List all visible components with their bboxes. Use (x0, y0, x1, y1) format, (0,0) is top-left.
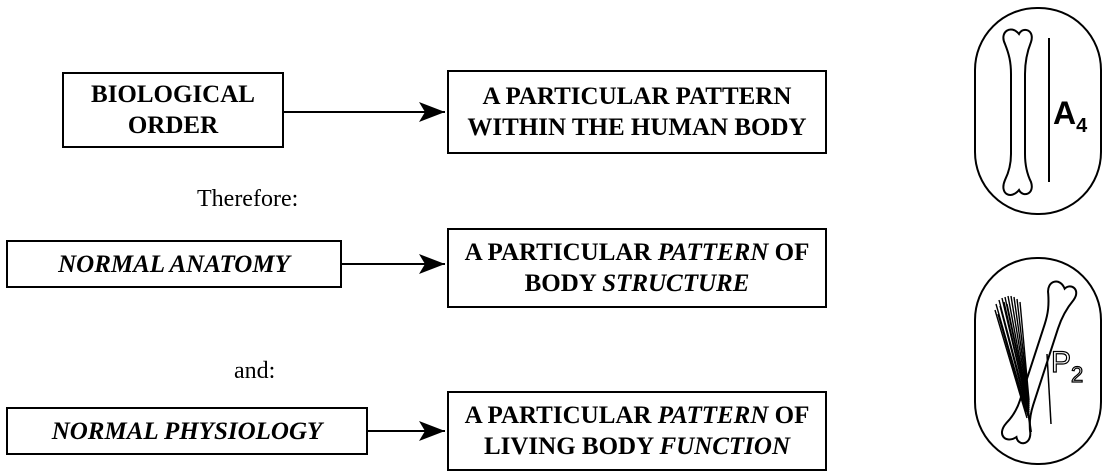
card-p2-label: P2 (1051, 346, 1083, 387)
box-text-segment: A PARTICULAR PATTERN (482, 83, 792, 110)
card-a4: A4 (971, 4, 1105, 218)
therefore-label: Therefore: (197, 186, 299, 212)
box-text-segment: WITHIN THE HUMAN BODY (467, 114, 807, 141)
box-text-segment: OF (768, 402, 810, 429)
box-text-line: BODY STRUCTURE (465, 268, 810, 299)
box-text-segment: A PARTICULAR (464, 402, 658, 429)
normal-physiology-label: NORMAL PHYSIOLOGY (51, 417, 323, 445)
emphasis-text: PATTERN (657, 239, 769, 266)
emphasis-text: FUNCTION (659, 433, 791, 460)
box-text-line: A PARTICULAR PATTERN OF (465, 400, 810, 431)
bone-with-muscle-icon: P2 (974, 257, 1102, 465)
pattern-within-body-text: A PARTICULAR PATTERN WITHIN THE HUMAN BOD… (467, 81, 806, 143)
arrow-normal-physiology (368, 421, 445, 441)
biological-order-box: BIOLOGICAL ORDER (62, 72, 284, 148)
normal-physiology-box: NORMAL PHYSIOLOGY (6, 407, 368, 455)
card-a4-label: A4 (1053, 95, 1088, 137)
box-text-line: WITHIN THE HUMAN BODY (467, 112, 806, 143)
arrow-biological-order (284, 102, 445, 122)
and-label: and: (234, 358, 276, 384)
box-text-line: A PARTICULAR PATTERN OF (465, 237, 810, 268)
box-text-segment: OF (768, 239, 810, 266)
arrow-normal-anatomy (342, 254, 445, 274)
box-text-line: A PARTICULAR PATTERN (467, 81, 806, 112)
pattern-within-body-box: A PARTICULAR PATTERN WITHIN THE HUMAN BOD… (447, 70, 827, 154)
box-text-segment: BODY (524, 270, 603, 297)
biological-order-line-2: ORDER (127, 112, 219, 139)
emphasis-text: PATTERN (657, 402, 769, 429)
biological-order-line-1: BIOLOGICAL (91, 81, 255, 108)
box-text-line: LIVING BODY FUNCTION (465, 431, 810, 462)
normal-anatomy-label: NORMAL ANATOMY (58, 250, 290, 278)
box-text-segment: A PARTICULAR (464, 239, 658, 266)
normal-anatomy-box: NORMAL ANATOMY (6, 240, 342, 288)
box-text-segment: LIVING BODY (483, 433, 660, 460)
bone-icon: A4 (974, 7, 1102, 215)
emphasis-text: STRUCTURE (602, 270, 750, 297)
card-p2: P2 (971, 254, 1105, 468)
